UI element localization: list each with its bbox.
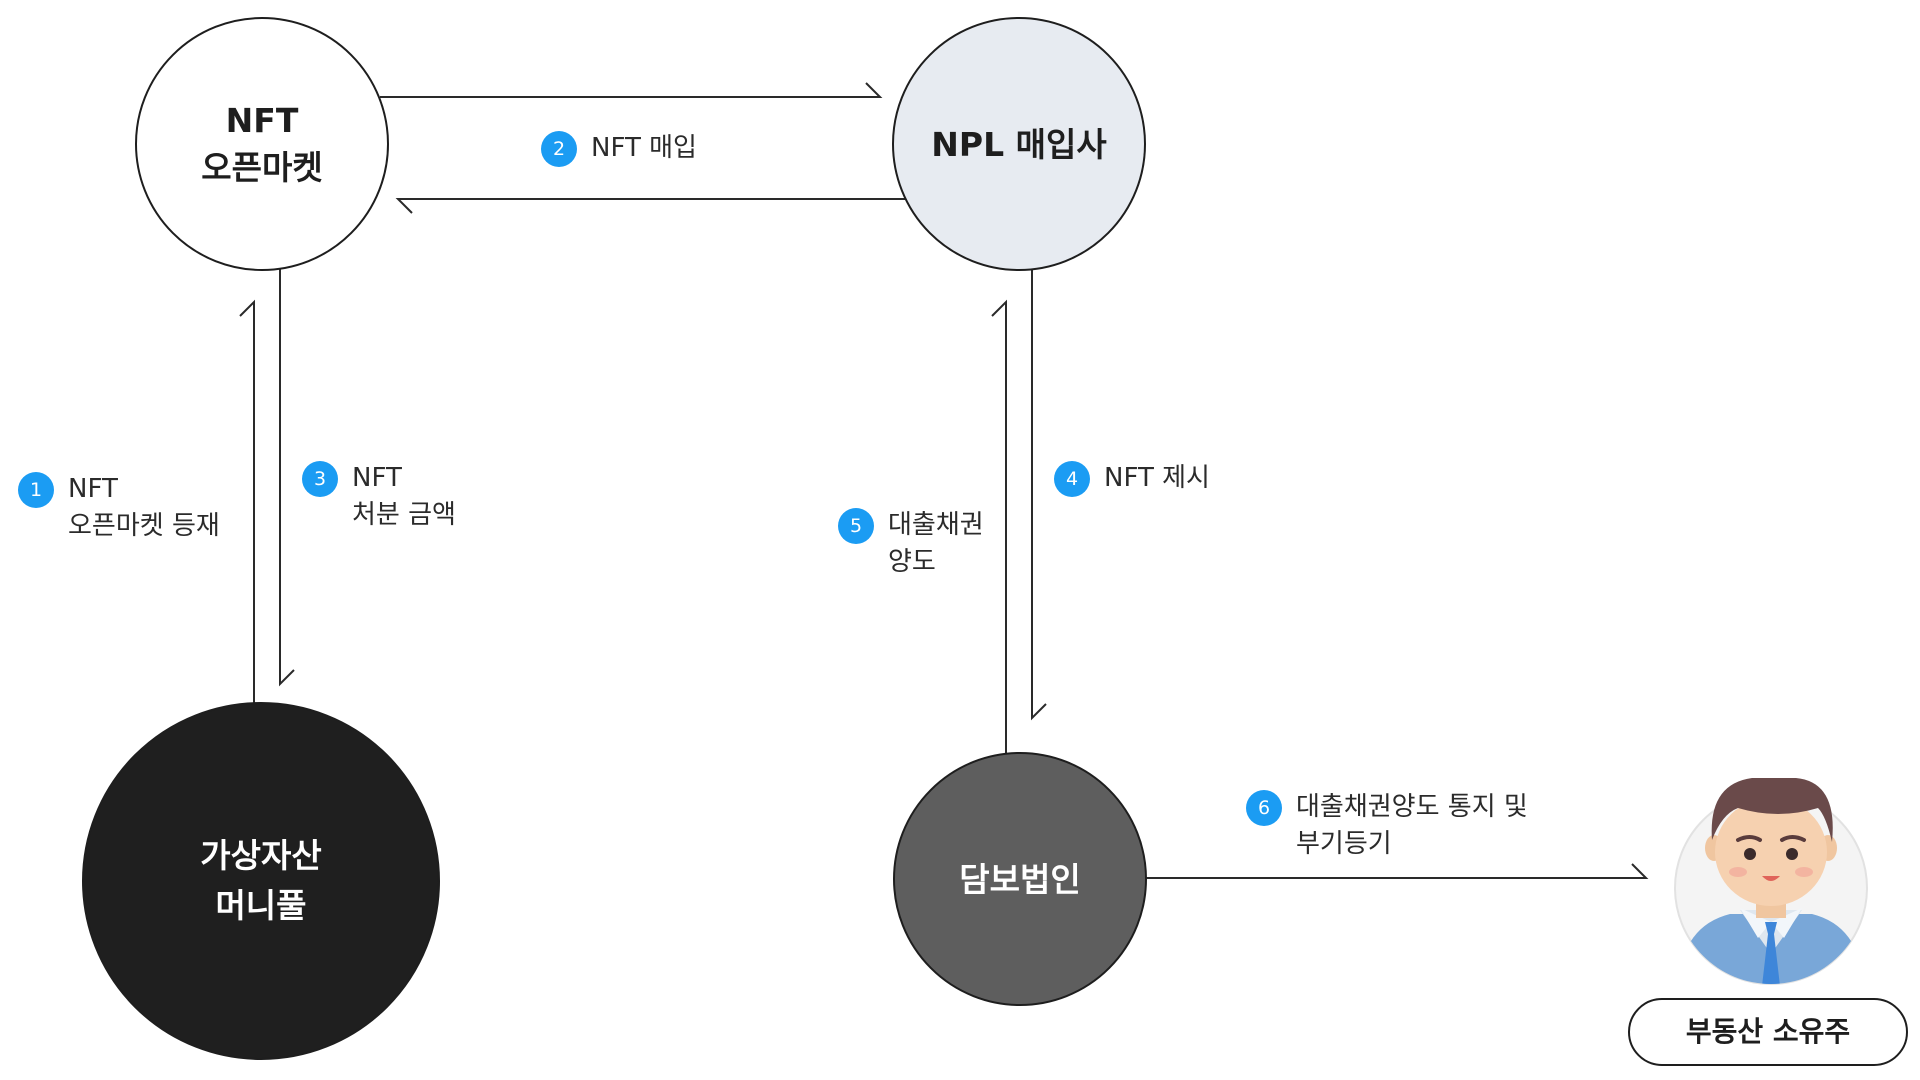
arrow-market-to-npl — [380, 82, 883, 98]
property-owner-label: 부동산 소유주 — [1628, 998, 1908, 1066]
arrow-npl-to-market — [395, 198, 906, 214]
step-4-badge: 4 — [1054, 461, 1090, 497]
step-2-label: 2 NFT 매입 — [541, 131, 697, 167]
step-5-badge: 5 — [838, 508, 874, 544]
step-3-label: 3 NFT 처분 금액 — [302, 461, 456, 534]
step-4-text: NFT 제시 — [1104, 463, 1210, 493]
node-npl-buyer: NPL 매입사 — [892, 17, 1146, 271]
step-1-label: 1 NFT 오픈마켓 등재 — [18, 472, 220, 545]
arrow-market-to-pool — [279, 266, 295, 687]
arrow-corp-to-owner — [1146, 863, 1649, 879]
step-6-badge: 6 — [1246, 790, 1282, 826]
node-nft-open-market: NFT 오픈마켓 — [135, 17, 389, 271]
step-5-text: 대출채권 양도 — [888, 510, 984, 577]
property-owner-avatar-icon — [1674, 778, 1868, 985]
step-3-text: NFT 처분 금액 — [352, 463, 456, 530]
step-1-text: NFT 오픈마켓 등재 — [68, 474, 220, 541]
step-2-text: NFT 매입 — [591, 133, 697, 163]
step-6-label: 6 대출채권양도 통지 및 부기등기 — [1246, 790, 1528, 863]
step-6-text: 대출채권양도 통지 및 부기등기 — [1296, 792, 1528, 859]
arrow-npl-to-corp — [1031, 270, 1047, 721]
step-5-label: 5 대출채권 양도 — [838, 508, 984, 581]
step-3-badge: 3 — [302, 461, 338, 497]
arrow-pool-to-market — [239, 299, 255, 704]
step-4-label: 4 NFT 제시 — [1054, 461, 1210, 497]
node-crypto-money-pool: 가상자산 머니풀 — [82, 702, 440, 1060]
step-2-badge: 2 — [541, 131, 577, 167]
step-1-badge: 1 — [18, 472, 54, 508]
node-collateral-corporation: 담보법인 — [893, 752, 1147, 1006]
arrow-corp-to-npl — [991, 299, 1007, 753]
